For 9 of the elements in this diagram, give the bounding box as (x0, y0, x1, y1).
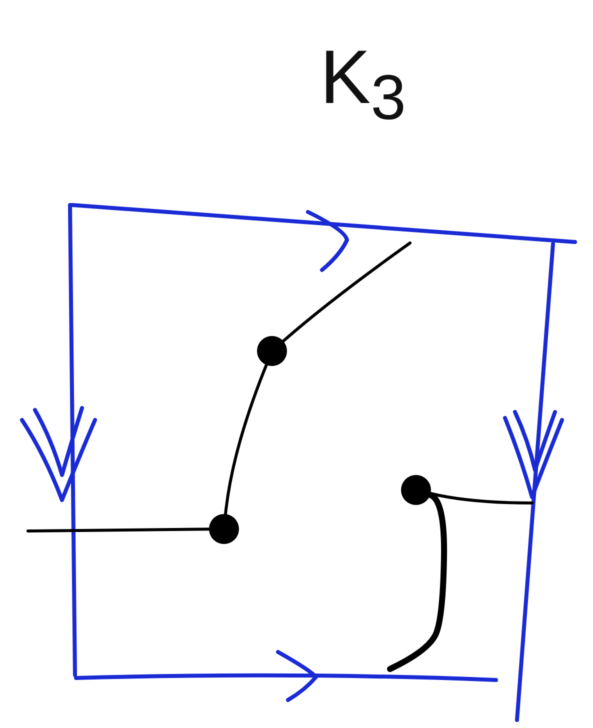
edge-line (224, 363, 268, 516)
vertex-dot (401, 475, 431, 505)
edge-line (26, 528, 210, 532)
edge-line (429, 492, 534, 504)
vertex-dot (209, 514, 239, 544)
edge-line (282, 242, 412, 343)
vertex-dot (257, 336, 287, 366)
title: K$_{3}$ (320, 40, 406, 131)
edge-line (387, 492, 448, 672)
